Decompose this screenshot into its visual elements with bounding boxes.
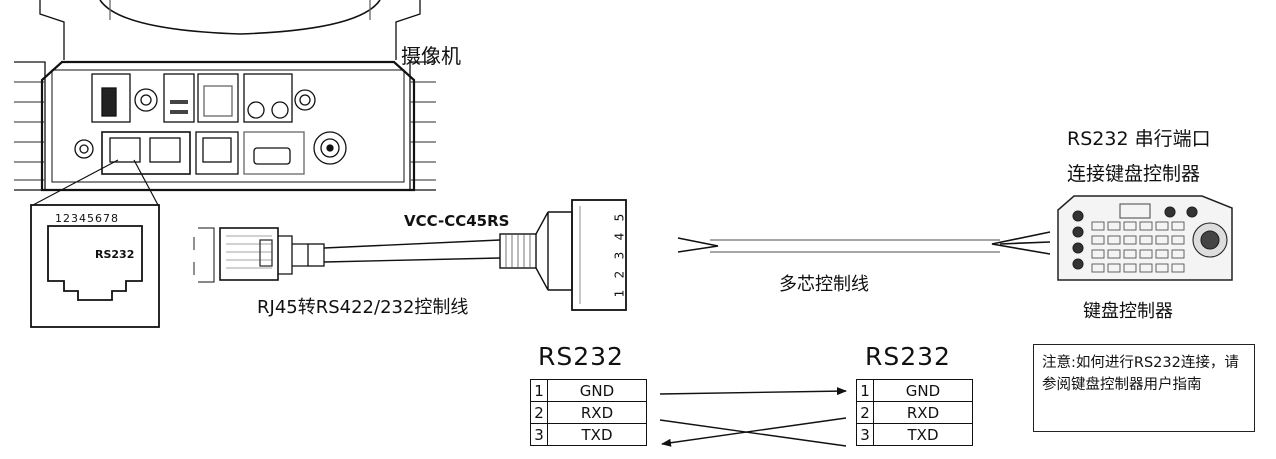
cable-name-label: RJ45转RS422/232控制线 xyxy=(257,297,469,318)
terminal-pin-numbers: 5 4 3 2 1 xyxy=(613,208,627,303)
rj45-port-label: RS232 xyxy=(95,248,135,261)
cable-body xyxy=(323,239,501,263)
pin-number: 1 xyxy=(530,379,548,402)
table-row: 1 GND xyxy=(530,379,647,402)
keyboard-port-title-line2: 连接键盘控制器 xyxy=(1067,163,1201,185)
txd-to-rxd-link xyxy=(661,417,847,447)
pin-number: 2 xyxy=(530,401,548,424)
terminal-pin: 5 xyxy=(612,213,627,222)
camera-title: 摄像机 xyxy=(401,44,461,68)
table-row: 2 RXD xyxy=(530,401,647,424)
table-row: 3 TXD xyxy=(856,423,973,446)
pin-number: 3 xyxy=(856,423,874,446)
note-box: 注意:如何进行RS232连接，请参阅键盘控制器用户指南 xyxy=(1033,344,1255,432)
rj45-port-diagram xyxy=(30,204,160,328)
port-callout-lines xyxy=(32,159,159,206)
keyboard-port-title-line1: RS232 串行端口 xyxy=(1067,128,1211,150)
keyboard-controller xyxy=(1057,195,1233,281)
wire-fan-left xyxy=(677,237,719,253)
gnd-link xyxy=(659,387,847,396)
pin-number: 1 xyxy=(856,379,874,402)
left-table-title: RS232 xyxy=(538,342,624,371)
pin-number: 3 xyxy=(530,423,548,446)
table-row: 2 RXD xyxy=(856,401,973,424)
keyboard-controller-label: 键盘控制器 xyxy=(1083,301,1173,322)
pin-signal: RXD xyxy=(873,401,973,424)
terminal-pin: 3 xyxy=(612,251,627,260)
pin-signal: TXD xyxy=(547,423,647,446)
terminal-pin: 1 xyxy=(612,289,627,298)
right-table-title: RS232 xyxy=(865,342,951,371)
multicore-wire-label: 多芯控制线 xyxy=(779,274,869,295)
camera-illustration xyxy=(14,0,436,192)
left-pin-table: 1 GND 2 RXD 3 TXD xyxy=(530,379,647,446)
pin-signal: TXD xyxy=(873,423,973,446)
pin-signal: GND xyxy=(547,379,647,402)
terminal-pin: 4 xyxy=(612,232,627,241)
crossover-lines xyxy=(659,387,847,447)
rj45-plug xyxy=(193,227,325,283)
pin-signal: GND xyxy=(873,379,973,402)
wire-fan-right xyxy=(991,231,1051,255)
pin-number: 2 xyxy=(856,401,874,424)
table-row: 3 TXD xyxy=(530,423,647,446)
terminal-pin: 2 xyxy=(612,270,627,279)
multicore-wire xyxy=(710,239,1000,253)
terminal-block xyxy=(499,199,627,311)
table-row: 1 GND xyxy=(856,379,973,402)
right-pin-table: 1 GND 2 RXD 3 TXD xyxy=(856,379,973,446)
pin-signal: RXD xyxy=(547,401,647,424)
cable-model-label: VCC-CC45RS xyxy=(404,212,510,230)
rj45-pin-numbers: 12345678 xyxy=(55,212,119,225)
rxd-to-txd-link xyxy=(659,419,847,447)
